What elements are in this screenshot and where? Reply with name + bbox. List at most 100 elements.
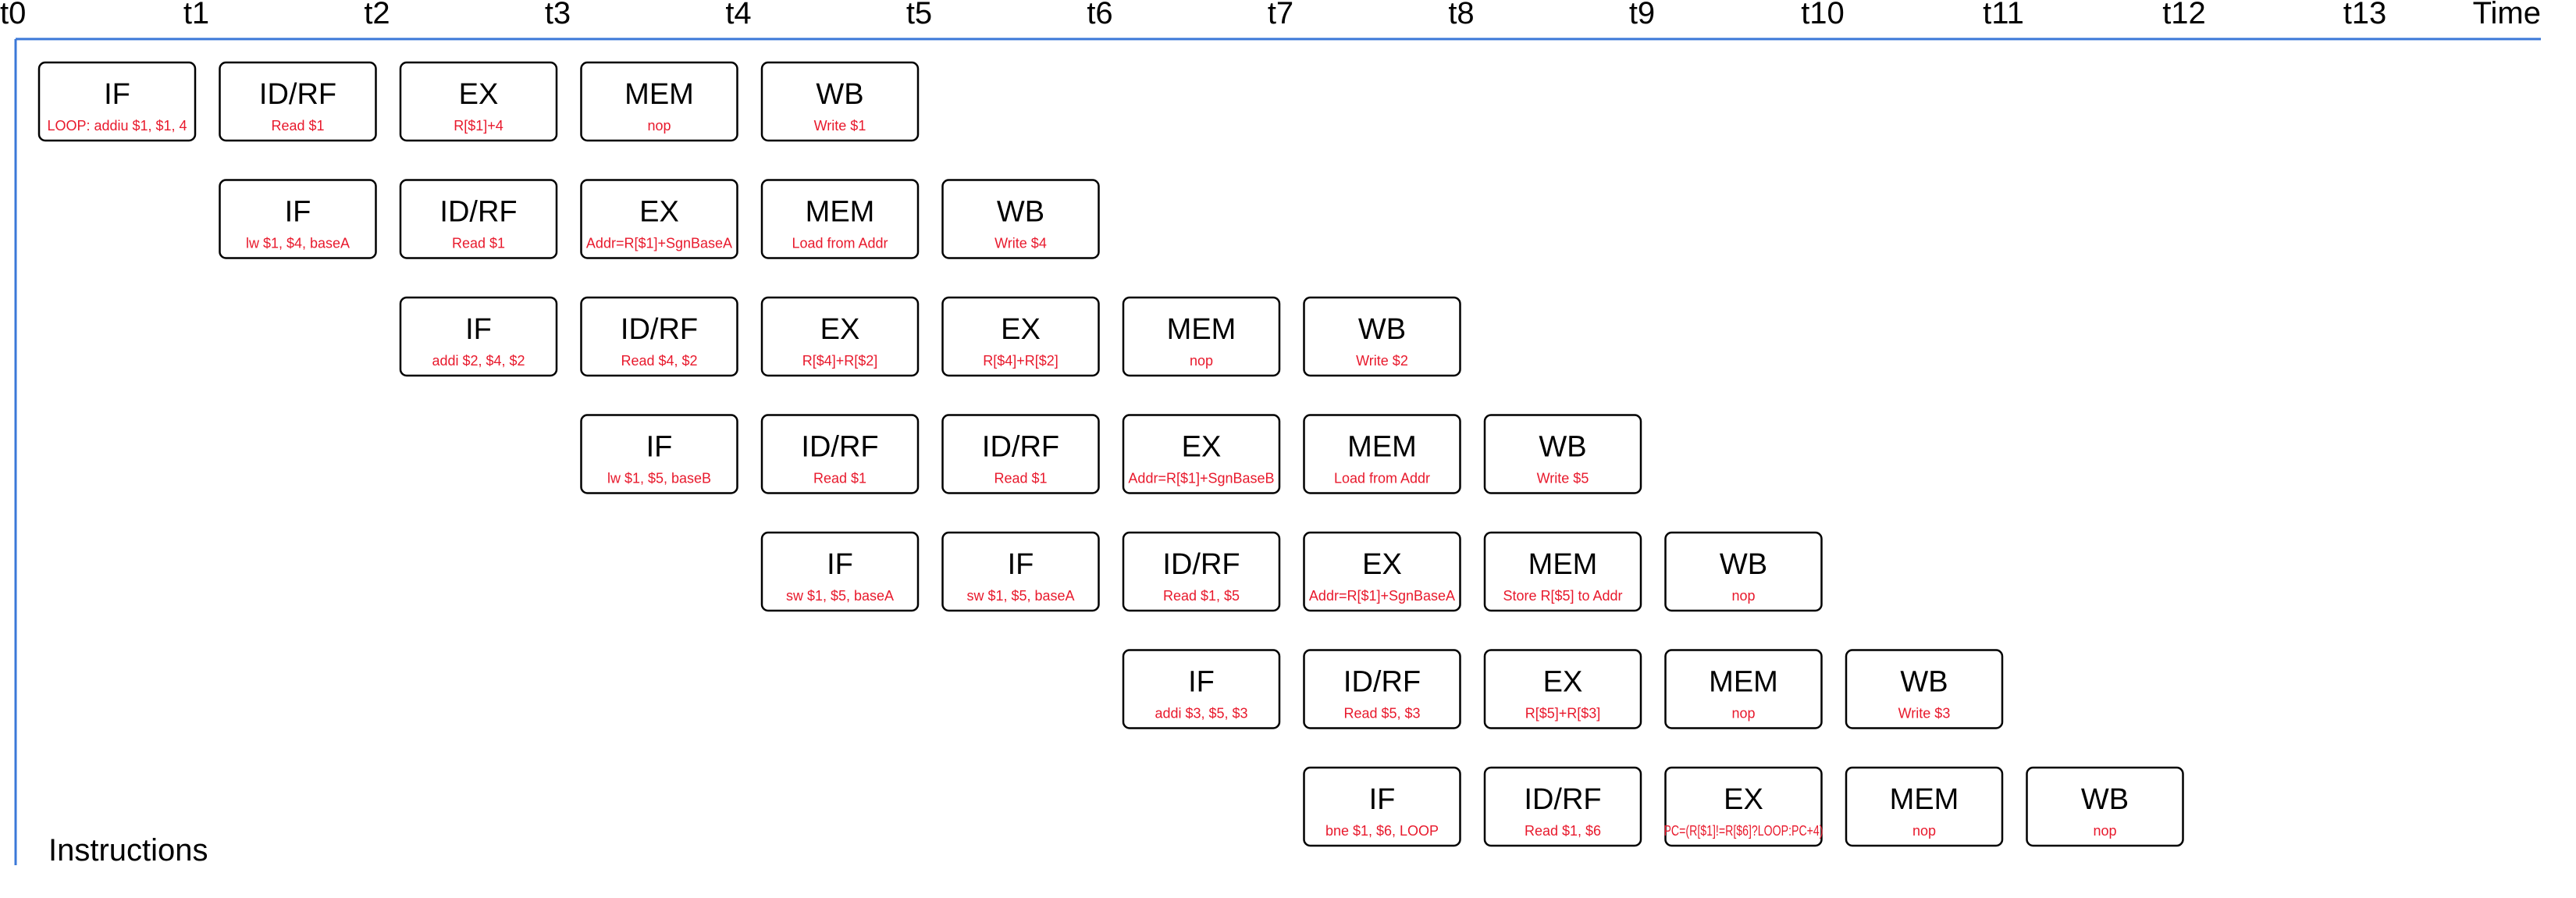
stage-name: ID/RF [439,196,517,229]
stage-box-outline [1122,649,1281,729]
time-tick-label: t12 [2162,0,2206,30]
stage-box: MEM nop [1122,296,1281,377]
stage-box-outline [580,296,738,377]
stage-detail: nop [1190,353,1213,369]
stage-box-outline [399,179,558,259]
stage-detail: nop [647,118,671,134]
stage-detail: Addr=R[$1]+SgnBaseA [1309,588,1455,604]
stage-name: MEM [1528,548,1598,581]
stage-box: EX R[$4]+R[$2] [941,296,1100,377]
stage-name: WB [1358,313,1406,346]
stage-box-outline [1664,531,1823,612]
time-tick-label: t1 [183,0,209,30]
stage-name: ID/RF [259,78,336,111]
stage-detail: nop [2093,823,2116,839]
stage-box-outline [1303,531,1461,612]
stage-box-outline [580,61,738,142]
stage-box-outline [399,296,558,377]
stage-detail: Write $4 [994,236,1047,251]
stage-name: WB [2081,783,2129,816]
stage-name: IF [1008,548,1034,581]
time-tick-label: t3 [545,0,571,30]
stage-detail: Addr=R[$1]+SgnBaseB [1128,471,1274,486]
stage-name: MEM [1709,666,1778,699]
stage-box-outline [1483,649,1642,729]
stage-detail: Read $1 [994,471,1047,486]
stage-box-outline [1483,414,1642,494]
stage-name: WB [1539,431,1586,464]
stage-detail: Write $2 [1356,353,1408,369]
stage-box: WB Write $5 [1483,414,1642,494]
stage-name: ID/RF [621,313,698,346]
axis-layer [14,37,2541,865]
stage-detail: Write $1 [814,118,866,134]
stage-detail: lw $1, $4, baseA [246,236,350,251]
stage-box-outline [219,61,377,142]
stage-box-outline [1845,649,2004,729]
time-tick-label: t8 [1448,0,1474,30]
stage-box-outline [1845,766,2004,847]
stage-box-outline [760,61,920,142]
stage-box: WB Write $2 [1303,296,1461,377]
stage-name: ID/RF [982,431,1059,464]
time-tick-label: t4 [725,0,751,30]
stage-box-outline [941,296,1100,377]
stage-box-outline [1122,531,1281,612]
stage-detail: Read $1 [452,236,505,251]
stage-name: IF [104,78,130,111]
stage-box-outline [1483,531,1642,612]
stage-name: ID/RF [1162,548,1240,581]
stage-detail: Read $1 [271,118,324,134]
stage-box-outline [37,61,197,142]
stage-name: EX [459,78,499,111]
stage-detail: Addr=R[$1]+SgnBaseA [586,236,732,251]
stage-box-outline [1122,296,1281,377]
stage-detail: Load from Addr [792,236,888,251]
stage-box-outline [1303,766,1461,847]
stage-box-outline [580,414,738,494]
stage-name: MEM [1890,783,1959,816]
stage-box-outline [760,179,920,259]
stage-detail: R[$5]+R[$3] [1525,706,1601,722]
time-tick-label: t2 [364,0,390,30]
stage-name: EX [1724,783,1763,816]
stage-detail: R[$4]+R[$2] [983,353,1059,369]
stage-name: ID/RF [1524,783,1601,816]
time-tick-label: t11 [1983,0,2024,30]
stage-name: WB [997,196,1044,229]
stage-box-outline [1122,414,1281,494]
stage-name: IF [285,196,311,229]
stage-box-outline [1664,766,1823,847]
stage-detail: Write $5 [1537,471,1589,486]
stage-box-outline [941,179,1100,259]
stage-name: MEM [1167,313,1236,346]
time-axis-label: Time [2473,0,2541,30]
stage-box: ID/RF Read $1 [941,414,1100,494]
stage-name: EX [1001,313,1041,346]
stage-box: EXR[$5]+R[$3] [1483,649,1642,729]
stage-detail: LOOP: addiu $1, $1, 4 [47,118,187,134]
stage-name: WB [1900,666,1948,699]
stage-detail: Load from Addr [1334,471,1430,486]
stage-detail: nop [1731,588,1755,604]
stage-box-outline [399,61,558,142]
stage-box: IF LOOP: addiu $1, $1, 4 [37,61,197,142]
stage-box-outline [1303,414,1461,494]
instructions-axis-label: Instructions [48,833,208,868]
stage-detail: nop [1731,706,1755,722]
stage-name: IF [1188,666,1215,699]
